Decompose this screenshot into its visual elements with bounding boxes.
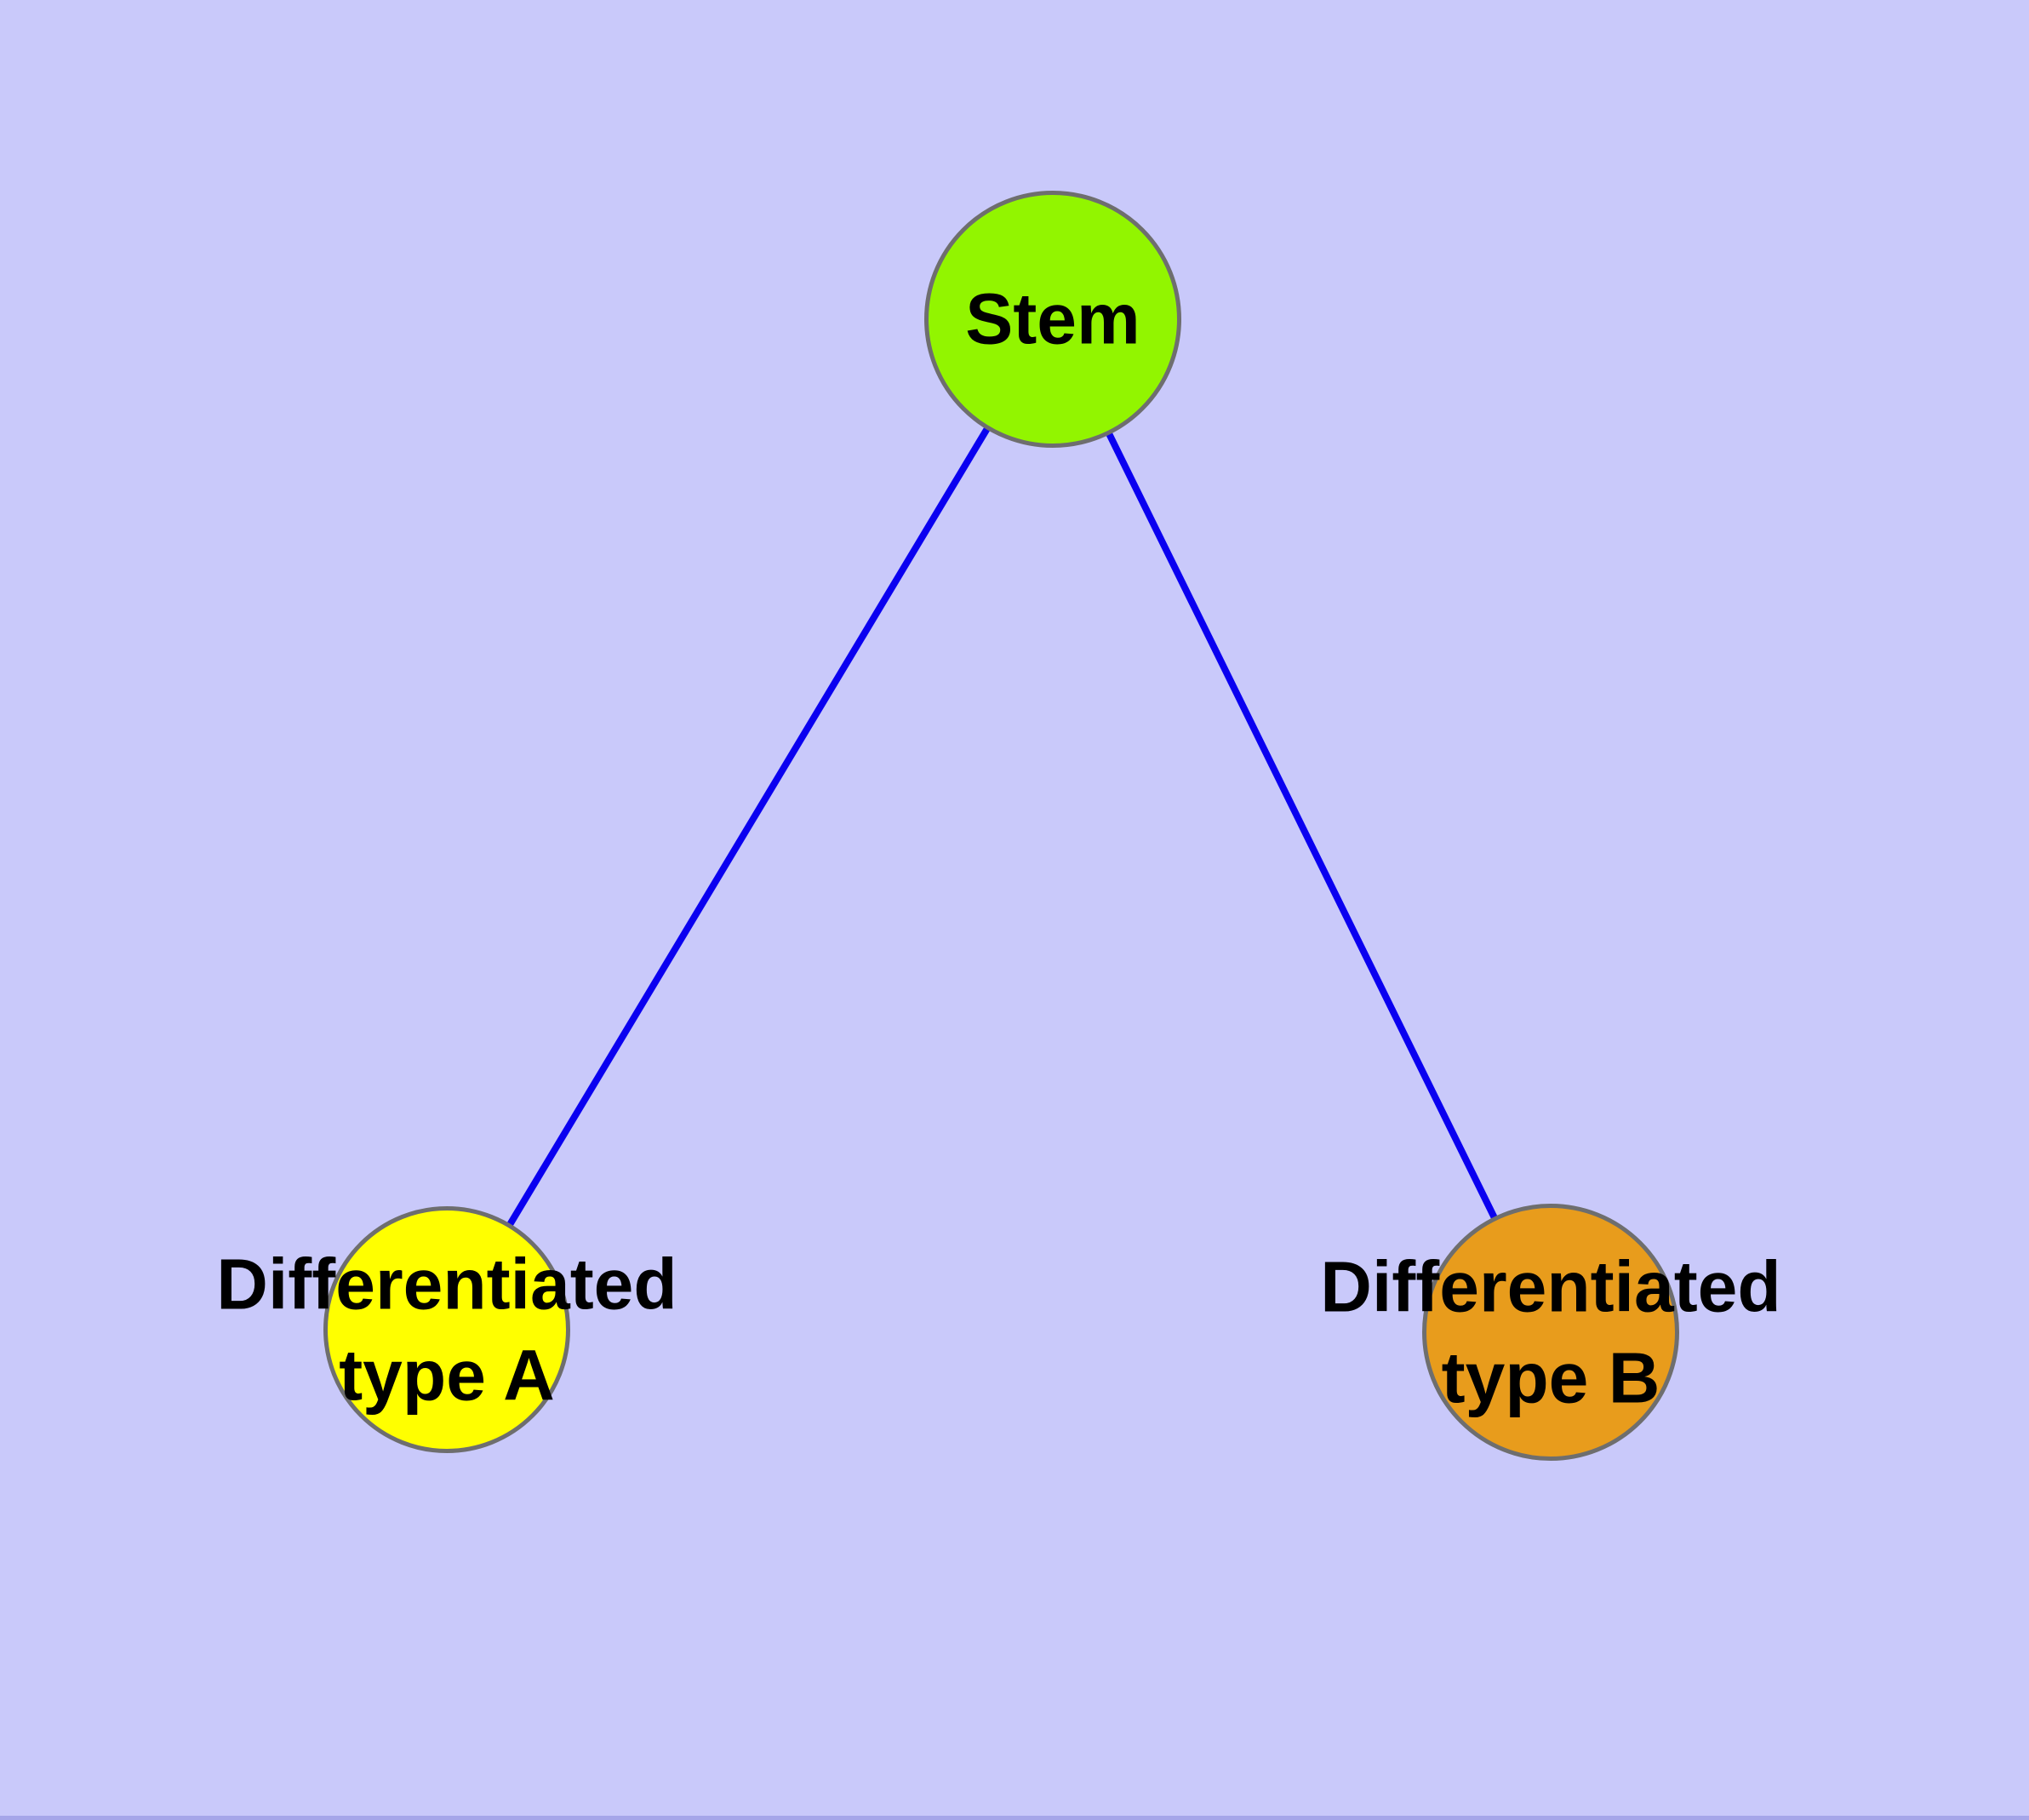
edge-stem-to-differentiated-type-a [443,317,1056,1332]
node-differentiated-type-b-label: Differentiated type B [1320,1241,1780,1422]
node-stem-label: Stem [965,274,1140,365]
node-differentiated-type-b[interactable] [1422,1204,1679,1461]
node-differentiated-type-b-label-line: type B [1441,1337,1660,1417]
edge-stem-to-differentiated-type-b [1049,318,1554,1334]
node-differentiated-type-b-label-line: Differentiated [1320,1246,1781,1327]
node-differentiated-type-a-label-line: type A [339,1335,555,1415]
node-stem[interactable] [924,191,1181,448]
node-stem-label-line: Stem [965,278,1140,359]
canvas-bottom-edge [0,1816,2029,1820]
node-differentiated-type-a-label: Differentiated type A [216,1239,677,1420]
node-differentiated-type-a[interactable] [323,1206,570,1453]
node-differentiated-type-a-label-line: Differentiated [216,1244,677,1325]
